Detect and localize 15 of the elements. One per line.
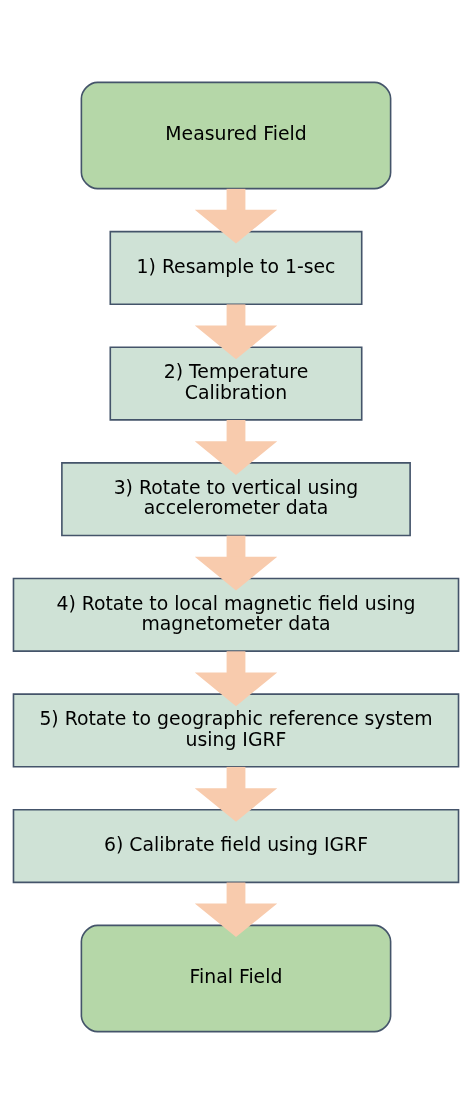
node-box: 4) Rotate to local magnetic field using magnetometer data [12, 577, 460, 652]
node-box: Final Field [80, 924, 392, 1033]
arrow [194, 304, 278, 360]
arrow [194, 882, 278, 938]
node-box: 3) Rotate to vertical using accelerometer data [61, 462, 411, 537]
arrow [194, 766, 278, 822]
arrow [194, 651, 278, 707]
node-box: Measured Field [80, 81, 392, 190]
node-box: 5) Rotate to geographic reference system using IGRF [12, 693, 460, 768]
arrow [194, 188, 278, 244]
node-box: 1) Resample to 1-sec [109, 230, 363, 306]
node-box: 6) Calibrate field using IGRF [12, 808, 460, 884]
node-box: 2) Temperature Calibration [109, 346, 363, 421]
arrow [194, 535, 278, 591]
arrow [194, 420, 278, 475]
